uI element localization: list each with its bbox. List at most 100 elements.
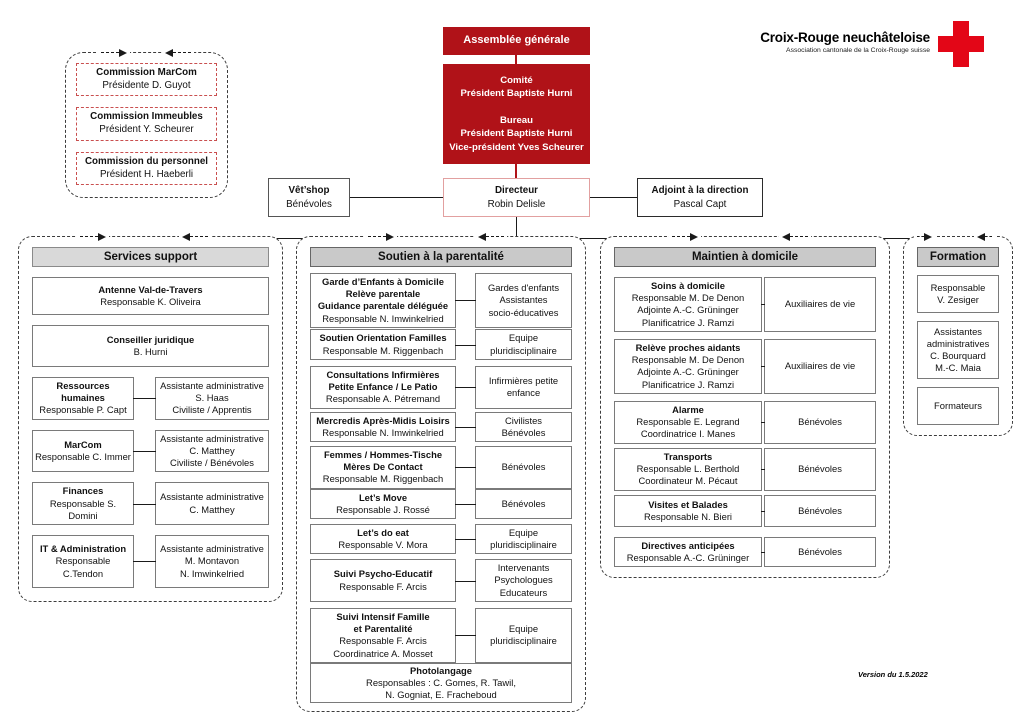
org-unit-sub: Responsable F. Arcis bbox=[339, 580, 427, 592]
org-unit-box: Relève proches aidants Responsable M. De… bbox=[614, 339, 762, 394]
connector-line bbox=[761, 277, 765, 332]
staff-box: Bénévoles bbox=[475, 446, 572, 489]
flow-arrow-left-icon bbox=[779, 231, 811, 242]
connector-comite-directeur bbox=[515, 164, 517, 178]
org-unit-sub: Responsable N. Imwinkelried bbox=[322, 312, 444, 324]
comite-bureau-text: Comité Président Baptiste Hurni Bureau P… bbox=[449, 74, 584, 153]
org-unit-sub: Responsable M. Riggenbach bbox=[322, 344, 444, 356]
column-header-label: Maintien à domicile bbox=[691, 251, 799, 263]
staff-box: Equipe pluridisciplinaire bbox=[475, 608, 572, 663]
connector-line bbox=[133, 535, 156, 588]
connector-directeur-down bbox=[516, 217, 517, 238]
staff-box: Assistante administrative C. Matthey Civ… bbox=[155, 429, 269, 473]
org-unit-title: Suivi Psycho-Educatif bbox=[333, 568, 433, 580]
staff-box: Intervenants Psychologues Educateurs bbox=[475, 559, 572, 602]
staff-box: Equipe pluridisciplinaire bbox=[475, 524, 572, 555]
org-row: Femmes / Hommes-Tische Mères De Contact … bbox=[310, 446, 572, 489]
flow-arrow-right-icon bbox=[77, 231, 109, 242]
org-unit-box: Soutien Orientation Familles Responsable… bbox=[310, 329, 456, 360]
org-unit-title: Let’s do eat bbox=[357, 527, 409, 538]
org-unit-title: Garde d’Enfants à Domicile Relève parent… bbox=[317, 276, 449, 312]
org-unit-box: Alarme Responsable E. Legrand Coordinatr… bbox=[614, 401, 762, 444]
connector-line bbox=[455, 412, 476, 442]
org-row: IT & Administration Responsable C.Tendon… bbox=[32, 534, 269, 588]
org-unit-title: MarCom bbox=[64, 438, 102, 450]
staff-box: Auxiliaires de vie bbox=[764, 277, 876, 332]
commission-title: Commission MarCom bbox=[96, 67, 197, 78]
commission-box: Commission Immeubles Président Y. Scheur… bbox=[76, 107, 217, 141]
org-row: Soutien Orientation Familles Responsable… bbox=[310, 329, 572, 360]
org-row: Visites et Balades Responsable N. Bieri … bbox=[614, 495, 876, 527]
org-unit-title: Antenne Val-de-Travers bbox=[98, 283, 203, 295]
staff-box: Bénévoles bbox=[764, 401, 876, 444]
staff-box: Bénévoles bbox=[764, 495, 876, 527]
logo: Croix-Rouge neuchâteloise Association ca… bbox=[730, 30, 930, 54]
org-unit-sub: Responsable K. Oliveira bbox=[100, 296, 201, 307]
org-unit-title: IT & Administration bbox=[39, 543, 127, 555]
connector-assemblee-comite bbox=[515, 55, 517, 64]
org-unit-title: Consultations Infirmières Petite Enfance… bbox=[326, 369, 440, 393]
connector-vetshop-directeur bbox=[350, 197, 443, 198]
adjoint-direction-box: Adjoint à la direction Pascal Capt bbox=[637, 178, 763, 217]
column-header: Services support bbox=[32, 247, 269, 267]
org-unit-sub: Responsable C. Immer bbox=[35, 450, 131, 462]
org-unit-sub: Responsable C.Tendon bbox=[55, 555, 111, 579]
org-unit-title: Finances bbox=[62, 485, 104, 497]
org-unit-sub: Responsable J. Rossé bbox=[336, 504, 430, 516]
connector-line bbox=[455, 559, 476, 602]
directeur-sub: Robin Delisle bbox=[487, 198, 546, 210]
org-unit-sub: Responsable F. Arcis Coordinatrice A. Mo… bbox=[333, 635, 433, 659]
org-unit-box: Suivi Intensif Famille et Parentalité Re… bbox=[310, 608, 456, 663]
staff-box: Bénévoles bbox=[764, 537, 876, 568]
column-formation: Formation Responsable V. Zesiger Assista… bbox=[903, 231, 1013, 436]
staff-box: Assistante administrative C. Matthey bbox=[155, 482, 269, 525]
org-row: Directives anticipées Responsable A.-C. … bbox=[614, 537, 876, 568]
red-cross-icon bbox=[938, 21, 984, 67]
connector-line bbox=[761, 537, 765, 567]
org-unit-box: Responsable V. Zesiger bbox=[917, 275, 999, 313]
org-row: Let’s Move Responsable J. Rossé Bénévole… bbox=[310, 489, 572, 520]
adjoint-sub: Pascal Capt bbox=[673, 198, 727, 210]
org-unit-sub: Responsable A.-C. Grüninger bbox=[626, 552, 750, 564]
org-unit-box: IT & Administration Responsable C.Tendon bbox=[32, 534, 134, 588]
column-header-label: Services support bbox=[103, 251, 198, 263]
org-unit-title: Femmes / Hommes-Tische Mères De Contact bbox=[323, 449, 443, 473]
column-soutien-parentalite: Soutien à la parentalité Garde d’Enfants… bbox=[296, 231, 586, 712]
org-unit-title: Suivi Intensif Famille et Parentalité bbox=[336, 611, 430, 635]
column-header-label: Soutien à la parentalité bbox=[378, 251, 504, 263]
org-unit-box: Consultations Infirmières Petite Enfance… bbox=[310, 366, 456, 409]
vetshop-title: Vêt’shop bbox=[288, 185, 330, 197]
org-unit-sub: Responsables : C. Gomes, R. Tawil, N. Go… bbox=[366, 676, 516, 701]
connector-line bbox=[455, 608, 476, 663]
org-row: Ressources humaines Responsable P. Capt … bbox=[32, 377, 269, 420]
org-unit-box: Femmes / Hommes-Tische Mères De Contact … bbox=[310, 446, 456, 489]
org-unit-title: Conseiller juridique bbox=[106, 333, 195, 345]
connector-line bbox=[455, 329, 476, 360]
org-row: Mercredis Après-Midis Loisirs Responsabl… bbox=[310, 412, 572, 443]
org-row: Suivi Intensif Famille et Parentalité Re… bbox=[310, 608, 572, 663]
column-header-label: Formation bbox=[929, 251, 987, 263]
org-unit-box: Directives anticipées Responsable A.-C. … bbox=[614, 537, 762, 568]
connector-line bbox=[761, 495, 765, 527]
org-unit-title: Ressources humaines bbox=[56, 380, 110, 404]
adjoint-title: Adjoint à la direction bbox=[651, 185, 749, 197]
flow-arrow-left-icon bbox=[475, 231, 507, 242]
org-unit-box: Mercredis Après-Midis Loisirs Responsabl… bbox=[310, 412, 456, 443]
commissions-group: Commission MarCom Présidente D. Guyot Co… bbox=[65, 47, 228, 198]
directeur-title: Directeur bbox=[494, 185, 538, 197]
flow-arrow-right-icon bbox=[98, 47, 130, 58]
vetshop-box: Vêt’shop Bénévoles bbox=[268, 178, 350, 217]
connector-line bbox=[761, 339, 765, 394]
org-row: Finances Responsable S. Domini Assistant… bbox=[32, 482, 269, 525]
connector-directeur-adjoint bbox=[590, 197, 637, 198]
commission-sub: Président Y. Scheurer bbox=[99, 124, 194, 136]
org-unit-box: Ressources humaines Responsable P. Capt bbox=[32, 377, 134, 420]
commission-title: Commission du personnel bbox=[84, 155, 209, 167]
directeur-box: Directeur Robin Delisle bbox=[443, 178, 590, 217]
connector-line bbox=[761, 448, 765, 491]
org-row: Suivi Psycho-Educatif Responsable F. Arc… bbox=[310, 559, 572, 602]
org-unit-title: Alarme bbox=[672, 404, 704, 415]
org-unit-title: Let’s Move bbox=[358, 492, 408, 503]
connector-line bbox=[455, 273, 476, 328]
org-unit-sub: Responsable N. Imwinkelried bbox=[322, 427, 444, 439]
